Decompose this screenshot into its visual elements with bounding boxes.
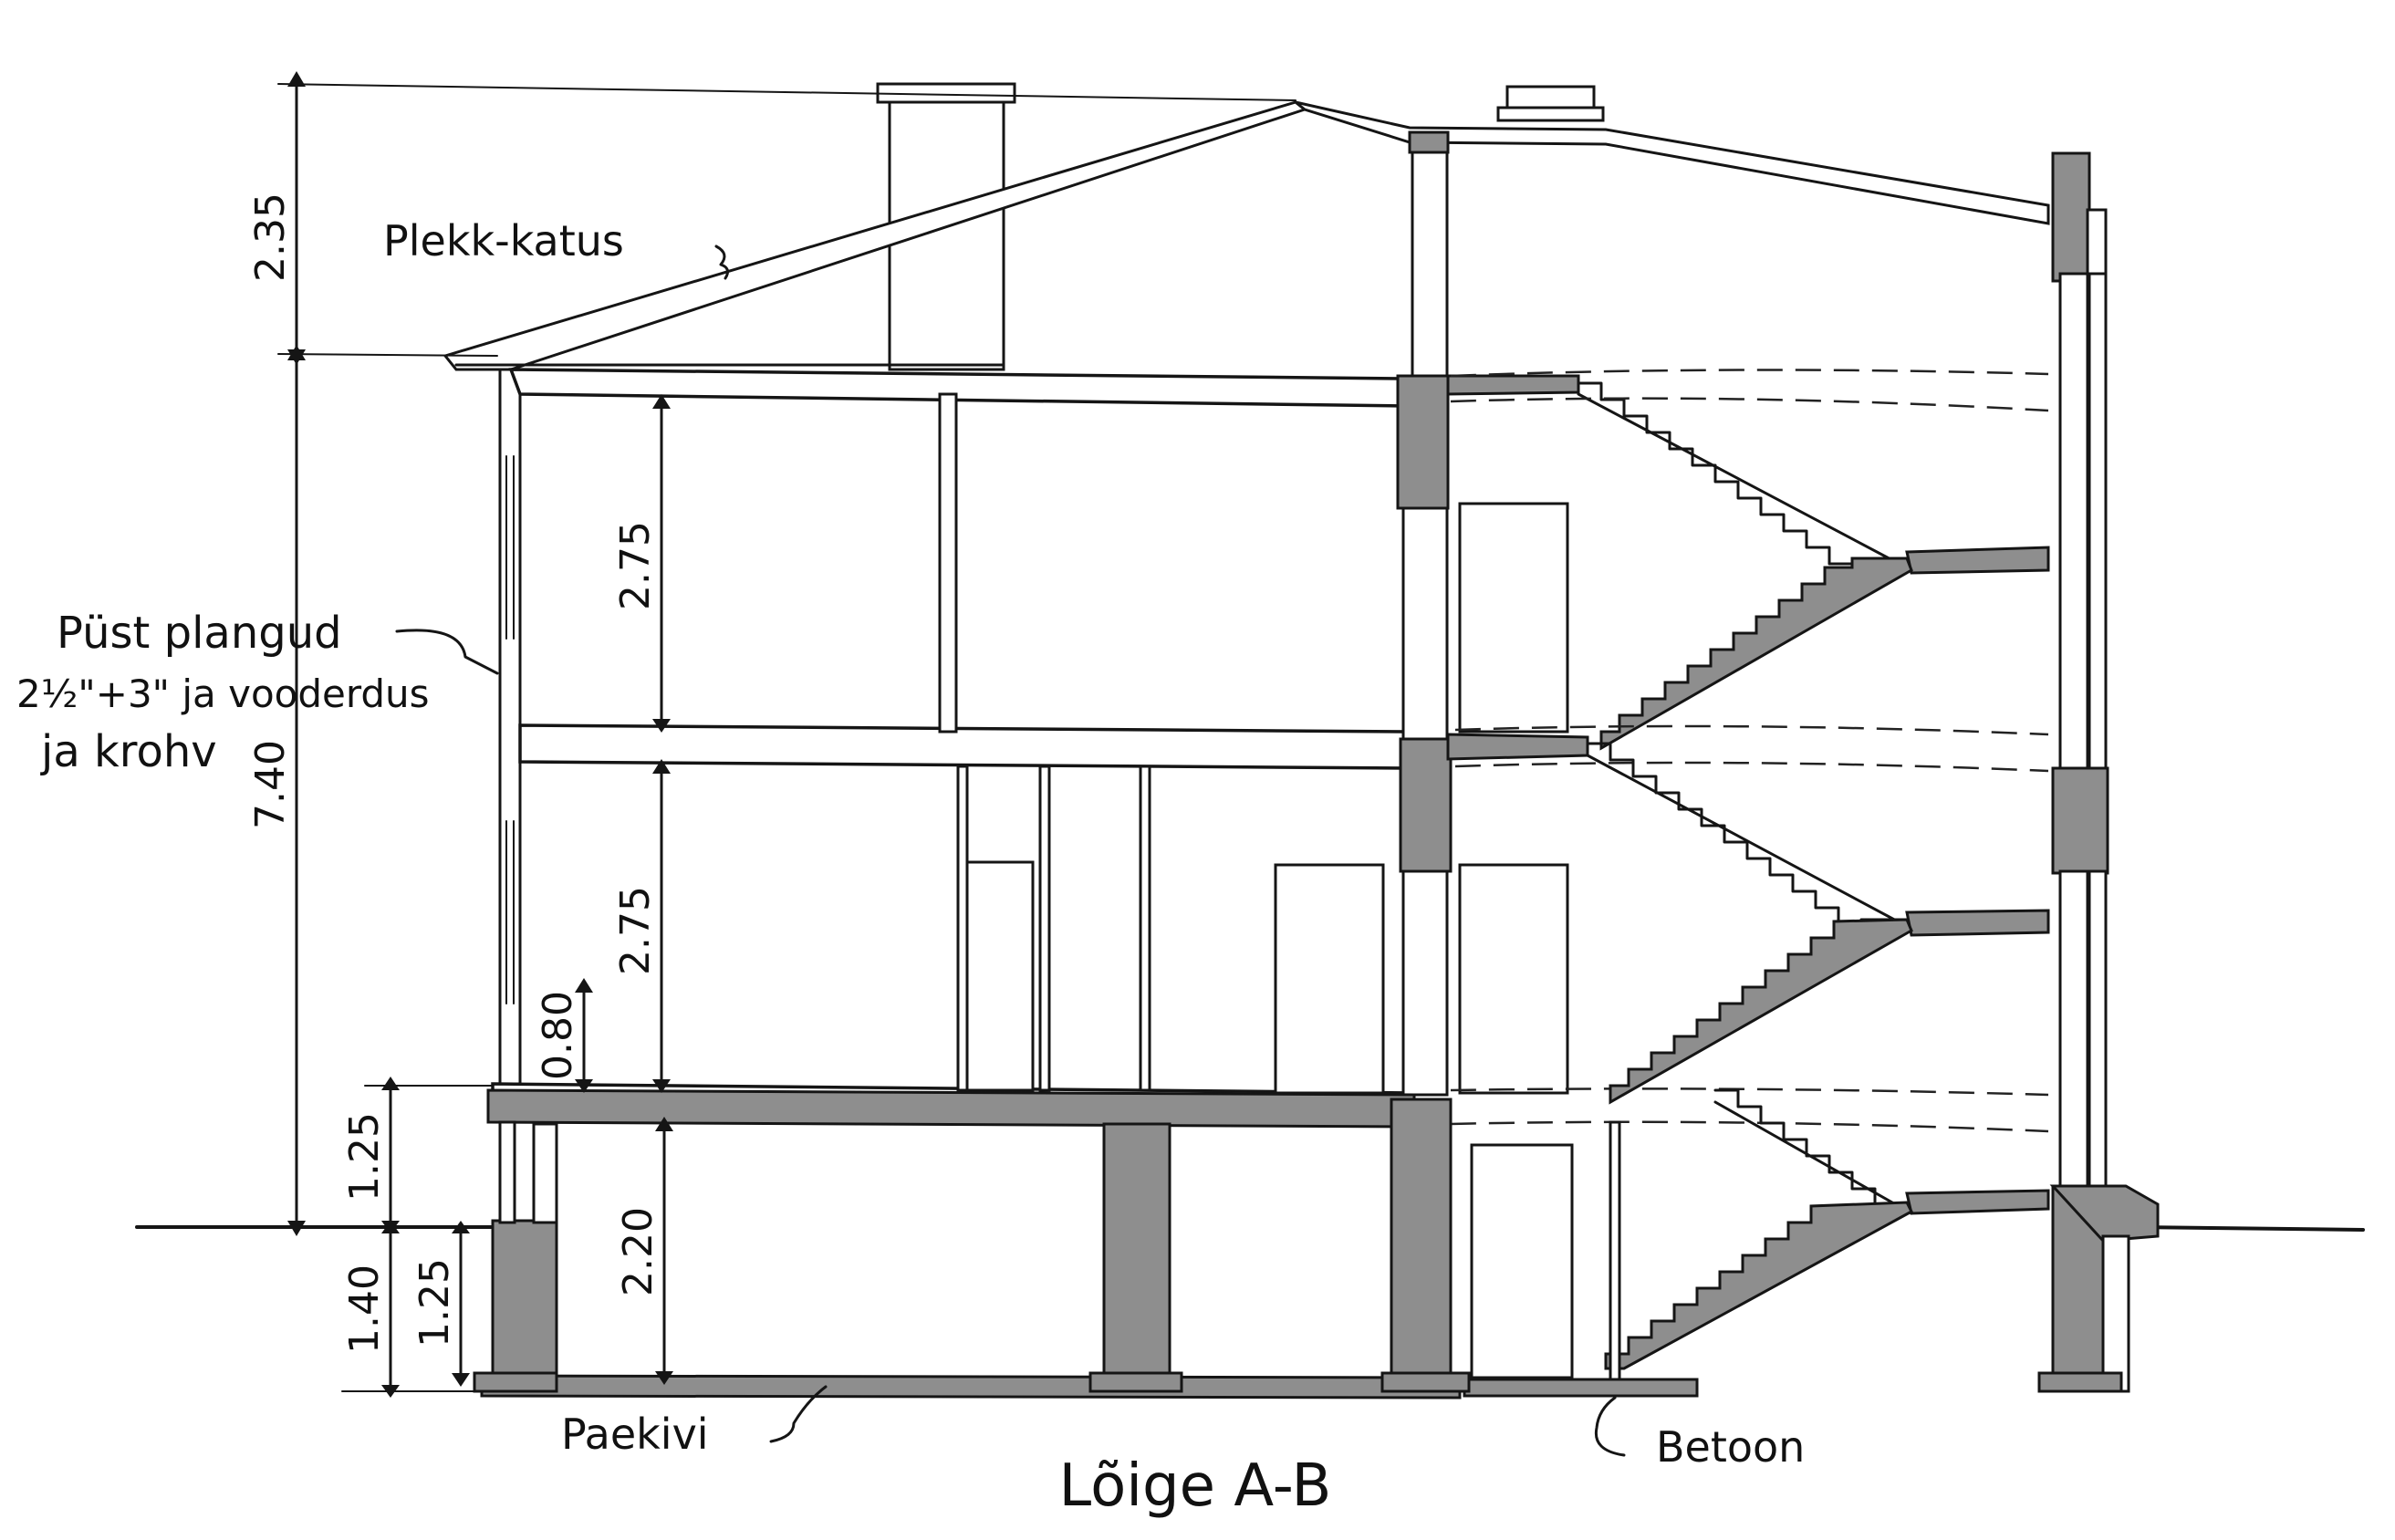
chimney-right: [1496, 85, 1605, 122]
roof: [443, 100, 2050, 378]
drawing-title: Lõige A-B: [1059, 1452, 1332, 1520]
dim-window-sill: 0.80: [535, 991, 581, 1080]
ground-line: [135, 1225, 2365, 1232]
chimney-left: [876, 82, 1016, 371]
basement: [473, 1088, 2123, 1400]
wall-label-line2: 2½"+3" ja vooderdus: [16, 671, 430, 716]
wall-label-line1: Püst plangud: [57, 608, 342, 659]
dim-roof-height: 2.35: [247, 192, 294, 282]
dim-cellar-depth: 1.25: [411, 1258, 458, 1348]
dim-total-height: 7.40: [247, 740, 294, 829]
dim-cellar-height: 2.20: [615, 1207, 661, 1296]
dim-plinth-above: 1.25: [341, 1112, 388, 1202]
dimension-lines: [277, 71, 1296, 1398]
foundation-label: Paekivi: [561, 1410, 709, 1459]
right-exterior-wall: [2049, 151, 2160, 1393]
staircase: [1450, 369, 2050, 1370]
dim-floor2-height: 2.75: [612, 521, 659, 610]
dim-floor1-height: 2.75: [612, 886, 659, 975]
leader-lines: [395, 245, 1626, 1457]
left-exterior-wall: [498, 368, 522, 1086]
floor-label: Betoon: [1656, 1422, 1805, 1472]
roof-label: Plekk-katus: [383, 216, 624, 265]
dim-below-ground: 1.40: [341, 1264, 388, 1354]
wall-label-line3: ja krohv: [40, 726, 217, 777]
